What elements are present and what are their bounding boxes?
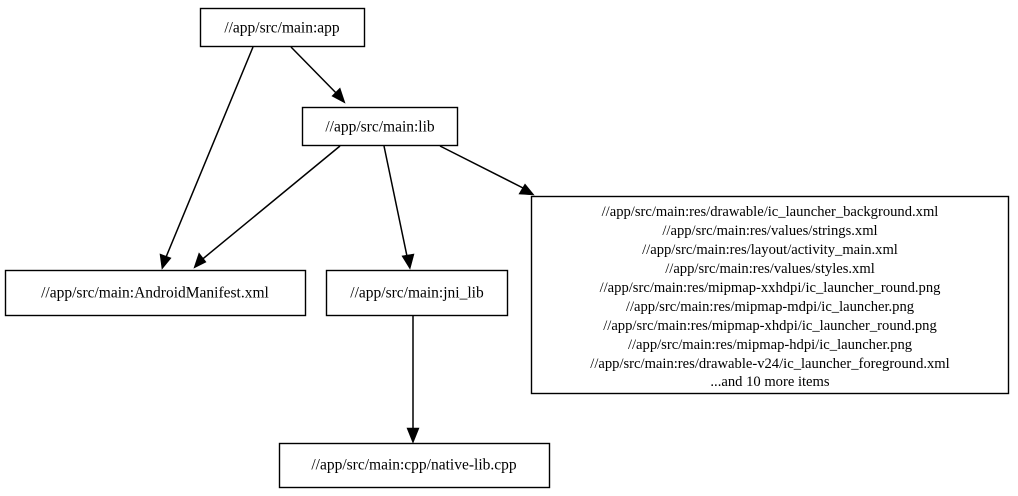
node-jni-lib-label: //app/src/main:jni_lib: [350, 285, 484, 302]
node-lib[interactable]: //app/src/main:lib: [301, 106, 459, 147]
node-res-group-box[interactable]: [530, 195, 1010, 395]
node-lib-label: //app/src/main:lib: [325, 119, 435, 136]
arrowhead-jni_lib-to-native_lib: [406, 427, 420, 444]
node-app-label: //app/src/main:app: [224, 20, 340, 37]
edge-line-lib-to-manifest: [198, 145, 341, 263]
node-native-lib-label: //app/src/main:cpp/native-lib.cpp: [311, 457, 517, 474]
node-res-group-line-8: //app/src/main:res/mipmap-hdpi/ic_launch…: [628, 337, 913, 353]
edge-layer: [159, 46, 535, 444]
edge-lib-to-jni_lib: [383, 145, 415, 270]
arrowhead-lib-to-res_group: [518, 183, 535, 196]
node-res-group-line-10: ...and 10 more items: [710, 374, 829, 390]
node-manifest-label: //app/src/main:AndroidManifest.xml: [41, 285, 269, 302]
node-res-group-line-4: //app/src/main:res/values/styles.xml: [665, 261, 875, 277]
node-res-group-line-5: //app/src/main:res/mipmap-xxhdpi/ic_laun…: [600, 280, 942, 296]
node-res-group-line-3: //app/src/main:res/layout/activity_main.…: [642, 242, 898, 258]
node-native-lib-box[interactable]: [278, 442, 551, 489]
node-res-group-line-6: //app/src/main:res/mipmap-mdpi/ic_launch…: [626, 299, 915, 315]
arrowhead-app-to-manifest: [159, 253, 172, 270]
node-lib-box[interactable]: [301, 106, 459, 147]
node-res-group[interactable]: //app/src/main:res/drawable/ic_launcher_…: [530, 195, 1010, 395]
edge-app-to-manifest: [159, 46, 254, 270]
edge-app-to-lib: [290, 46, 346, 104]
edge-line-lib-to-jni_lib: [383, 145, 409, 262]
edge-line-app-to-manifest: [163, 46, 254, 263]
node-res-group-line-9: //app/src/main:res/drawable-v24/ic_launc…: [590, 356, 949, 372]
node-manifest-box[interactable]: [4, 269, 307, 317]
arrowhead-lib-to-jni_lib: [401, 253, 415, 270]
node-res-group-line-2: //app/src/main:res/values/strings.xml: [662, 223, 877, 239]
edge-jni_lib-to-native_lib: [406, 316, 420, 444]
node-jni-lib[interactable]: //app/src/main:jni_lib: [325, 269, 509, 317]
edge-lib-to-res_group: [439, 145, 535, 196]
node-res-group-line-7: //app/src/main:res/mipmap-xhdpi/ic_launc…: [603, 318, 937, 334]
node-native-lib[interactable]: //app/src/main:cpp/native-lib.cpp: [278, 442, 551, 489]
node-app-box[interactable]: [199, 7, 366, 48]
edge-line-app-to-lib: [290, 46, 342, 99]
node-app[interactable]: //app/src/main:app: [199, 7, 366, 48]
node-jni-lib-box[interactable]: [325, 269, 509, 317]
arrowhead-lib-to-manifest: [193, 252, 207, 269]
edge-line-lib-to-res_group: [439, 145, 528, 191]
edge-lib-to-manifest: [193, 145, 341, 269]
node-res-group-line-1: //app/src/main:res/drawable/ic_launcher_…: [602, 204, 939, 220]
node-manifest[interactable]: //app/src/main:AndroidManifest.xml: [4, 269, 307, 317]
arrowhead-app-to-lib: [331, 87, 346, 104]
node-layer: //app/src/main:app //app/src/main:lib //…: [4, 7, 1010, 489]
